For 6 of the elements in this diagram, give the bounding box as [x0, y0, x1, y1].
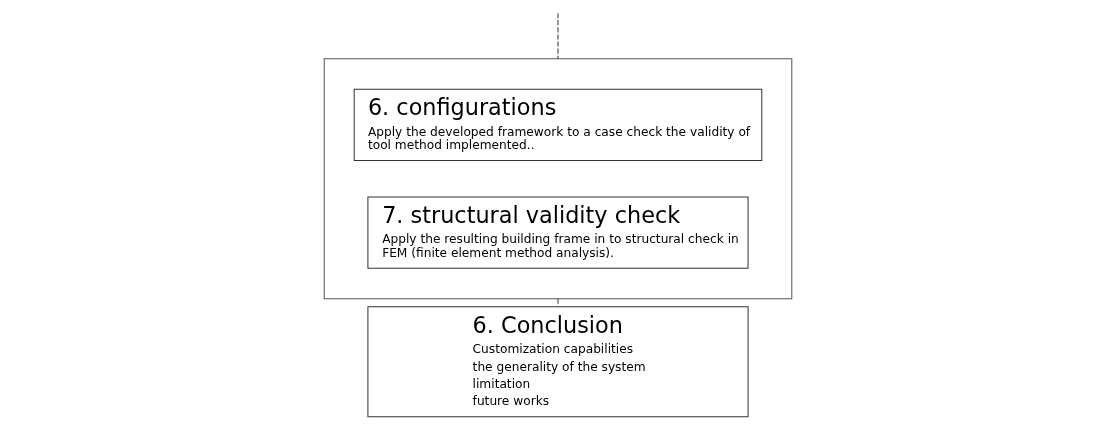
- connector: [557, 12, 559, 60]
- connector: [557, 298, 559, 307]
- node-box: 7. structural validity check Apply the resulting building frame in to structural check in FEM (finite element method analysis).: [367, 196, 749, 269]
- node-box: 6. Conclusion Customization capabilities the generality of the system limitation future works: [367, 306, 749, 418]
- cluster: [323, 58, 793, 300]
- node-box: 6. configurations Apply the developed framework to a case check the validity of tool method implemented..: [353, 88, 763, 161]
